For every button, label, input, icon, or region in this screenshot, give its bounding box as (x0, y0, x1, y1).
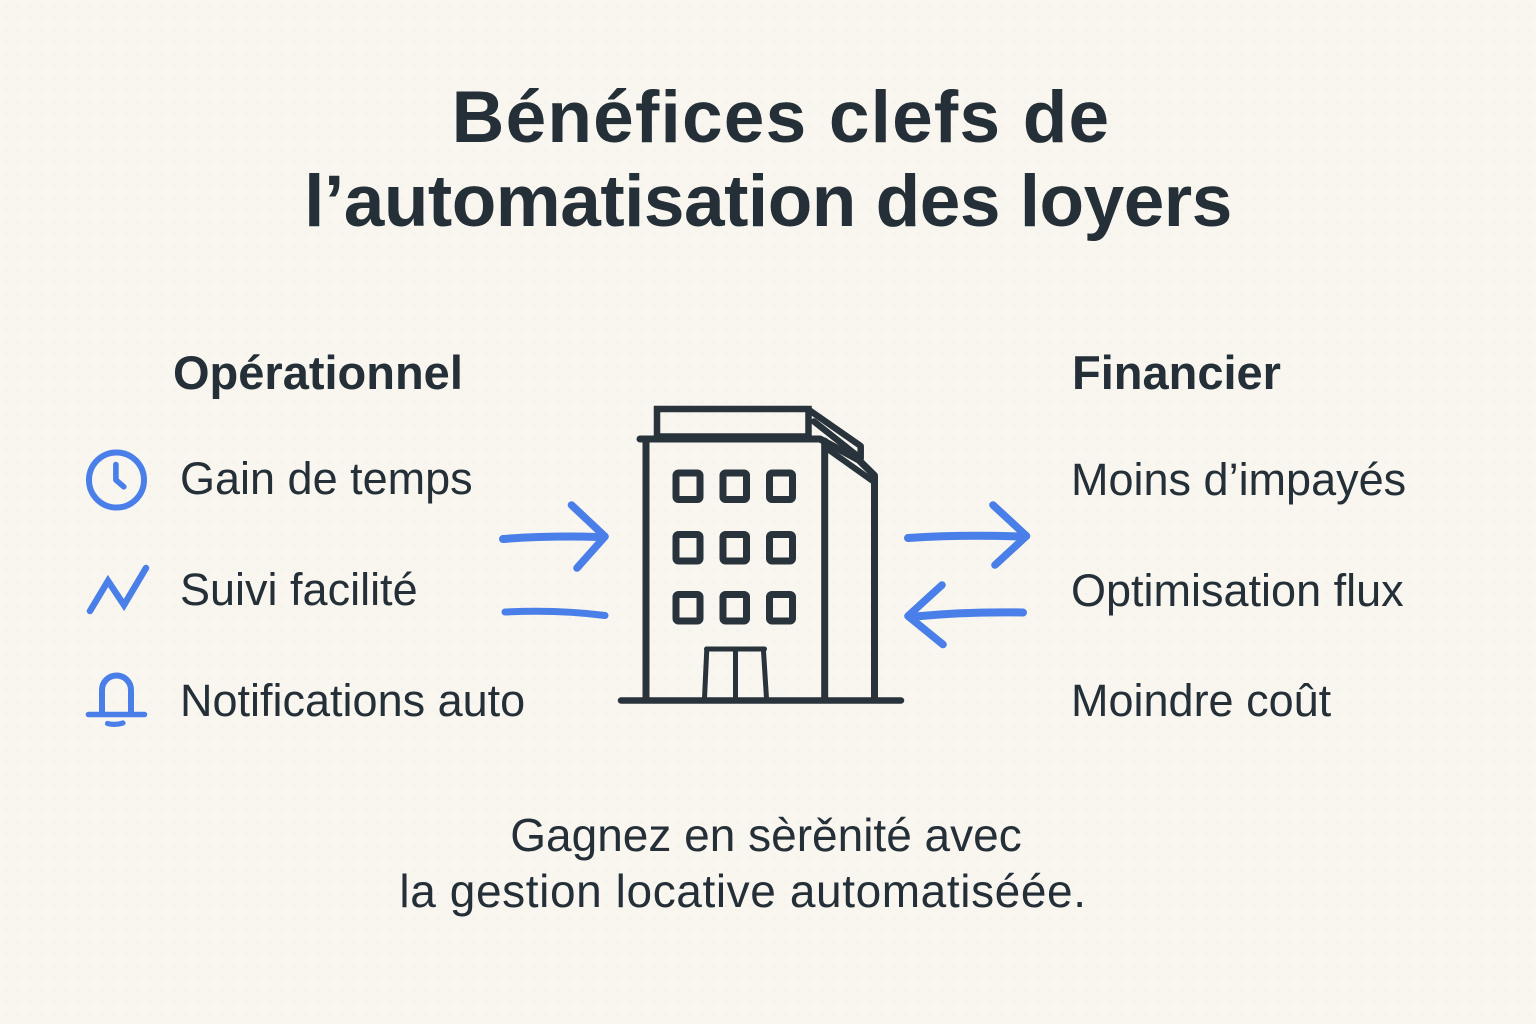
footer-tagline-line1: Gagnez en sèrěnité avec (510, 809, 1022, 861)
bell-icon (85, 672, 148, 727)
right-item-label-moins-d-impayes: Moins d’impayés (1071, 454, 1407, 505)
page-title-line1: Bénéfices clefs de (451, 77, 1111, 158)
building-icon (617, 405, 905, 704)
left-column-heading: Opérationnel (173, 346, 463, 399)
right-column-heading: Financier (1072, 346, 1281, 399)
page-title: Bénéfices clefs de l’automatisation des … (0, 76, 1536, 244)
right-item-label-optimisation-flux: Optimisation flux (1071, 565, 1404, 616)
clock-icon (86, 449, 147, 511)
footer-tagline-line2: la gestion locative automatiséée. (399, 865, 1087, 917)
left-item-label-gain-de-temps: Gain de temps (180, 453, 473, 504)
right-item-label-moindre-cout: Moindre coût (1071, 675, 1332, 726)
trend-line-icon (86, 564, 150, 615)
page-title-line2: l’automatisation des loyers (304, 161, 1232, 242)
arrow-right-icon (499, 501, 609, 572)
arrow-right-icon (904, 501, 1031, 569)
arrow-left-icon (904, 581, 1027, 649)
left-item-label-notifications-auto: Notifications auto (180, 675, 526, 726)
left-item-label-suivi-facilite: Suivi facilité (180, 564, 418, 615)
flow-line-icon (501, 607, 609, 619)
